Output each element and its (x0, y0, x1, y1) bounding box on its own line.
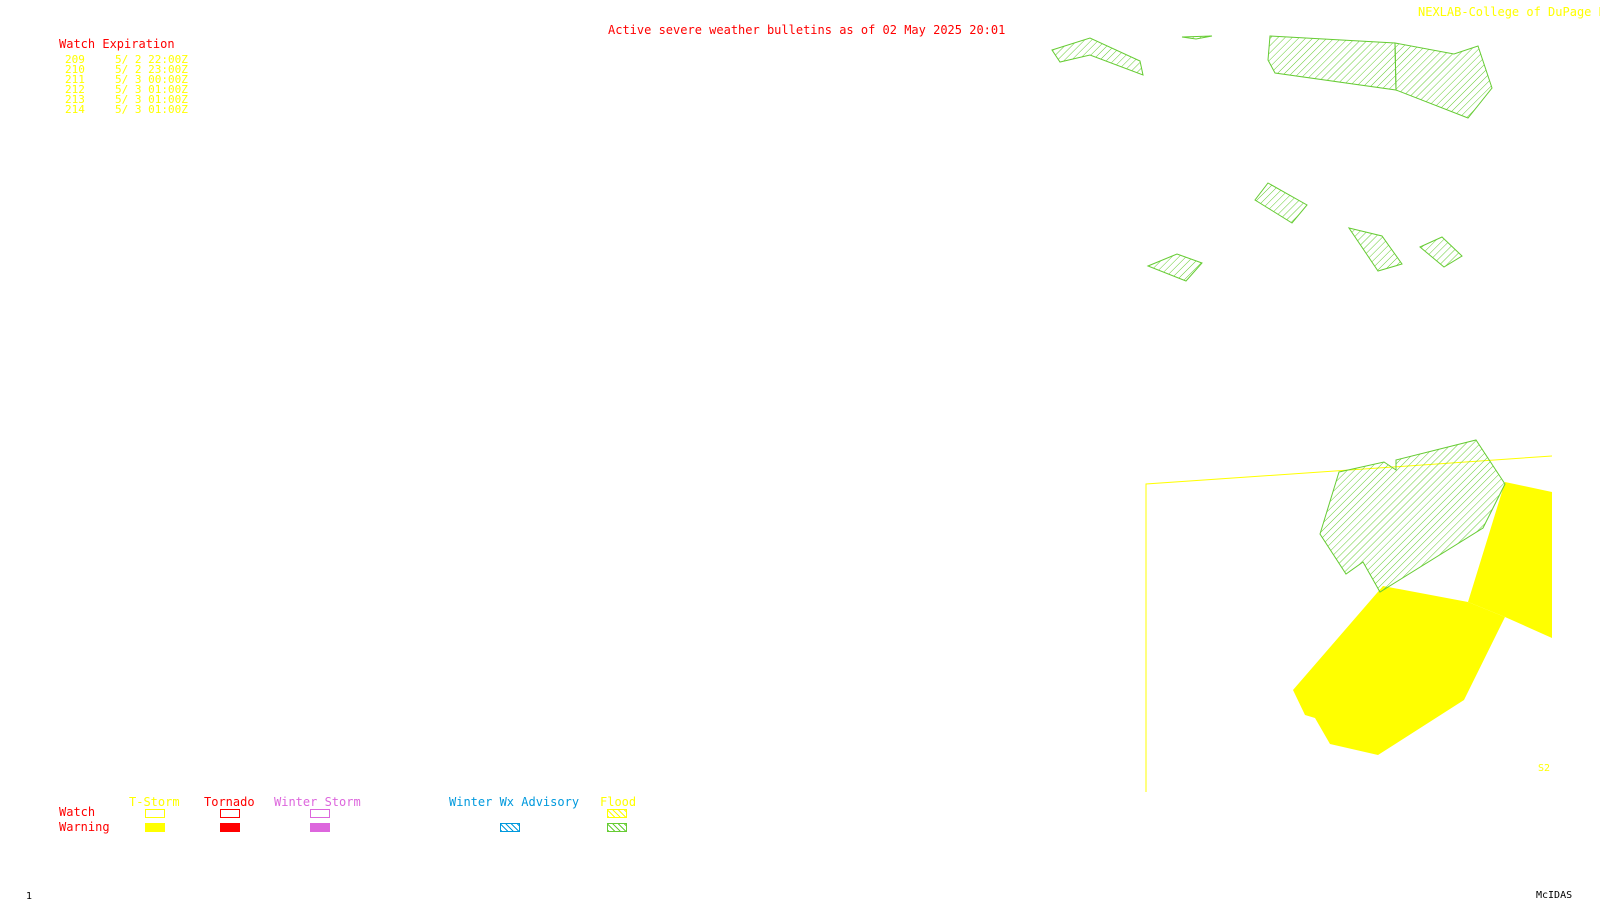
tornado-watch-swatch (220, 809, 240, 818)
frame-number: 1 (26, 891, 33, 902)
legend-tornado-label: Tornado (204, 795, 255, 809)
software-label: McIDAS (1536, 890, 1573, 901)
flood-warning-polygon (1419, 236, 1463, 268)
bulletin-title: Active severe weather bulletins as of 02… (608, 23, 1006, 37)
winter-storm-watch-swatch (310, 809, 330, 818)
watch-number: 212 (65, 83, 85, 96)
watch-expiry-time: 5/ 3 01:00Z (115, 83, 188, 96)
inset-box-label: S2 (1538, 763, 1551, 774)
watch-number: 213 (65, 93, 85, 106)
watch-expiry-time: 5/ 2 22:00Z (115, 53, 188, 66)
flood-warning-polygon (1267, 35, 1397, 91)
watch-expiry-time: 5/ 2 23:00Z (115, 63, 188, 76)
watch-row: 209 5/ 2 22:00Z (65, 53, 188, 66)
legend-flood-label: Flood (600, 795, 637, 809)
flood-warning-polygon (1347, 227, 1403, 272)
watch-row: 214 5/ 3 01:00Z (65, 103, 188, 116)
legend-winter-storm-label: Winter Storm (274, 795, 361, 809)
legend-tstorm-label: T-Storm (129, 795, 180, 809)
tornado-warning-swatch (220, 823, 240, 832)
flood-watch-swatch (607, 809, 627, 818)
watch-expiry-time: 5/ 3 00:00Z (115, 73, 188, 86)
watch-row: 210 5/ 2 23:00Z (65, 63, 188, 76)
watch-expiry-time: 5/ 3 01:00Z (115, 103, 188, 116)
tstorm-warning-polygon (1468, 482, 1552, 638)
watch-row: 212 5/ 3 01:00Z (65, 83, 188, 96)
watch-expiry-time: 5/ 3 01:00Z (115, 93, 188, 106)
watch-number: 210 (65, 63, 85, 76)
watch-number: 214 (65, 103, 85, 116)
credit-label: NEXLAB-College of DuPage R (1418, 5, 1600, 19)
flood-warning-polygon (1051, 37, 1144, 76)
flood-warning-polygon (1319, 439, 1506, 593)
winter-storm-warning-swatch (310, 823, 330, 832)
flood-warning-swatch (607, 823, 627, 832)
watch-number: 209 (65, 53, 85, 66)
legend-row-watch-label: Watch (59, 805, 96, 819)
watch-row: 211 5/ 3 00:00Z (65, 73, 188, 86)
winter-wx-advisory-swatch (500, 823, 520, 832)
legend-row-warning-label: Warning (59, 820, 110, 834)
watch-row: 213 5/ 3 01:00Z (65, 93, 188, 106)
tstorm-watch-swatch (145, 809, 165, 818)
legend-winter-wx-advisory-label: Winter Wx Advisory (449, 795, 580, 809)
tstorm-warning-polygon (1293, 586, 1505, 755)
flood-warning-polygon (1181, 35, 1213, 40)
flood-warning-polygon (1146, 253, 1203, 282)
watch-expiration-heading: Watch Expiration (59, 37, 175, 51)
watch-number: 211 (65, 73, 85, 86)
flood-warning-polygon (1254, 182, 1308, 224)
tstorm-warning-swatch (145, 823, 165, 832)
flood-warning-polygon (1394, 42, 1493, 119)
